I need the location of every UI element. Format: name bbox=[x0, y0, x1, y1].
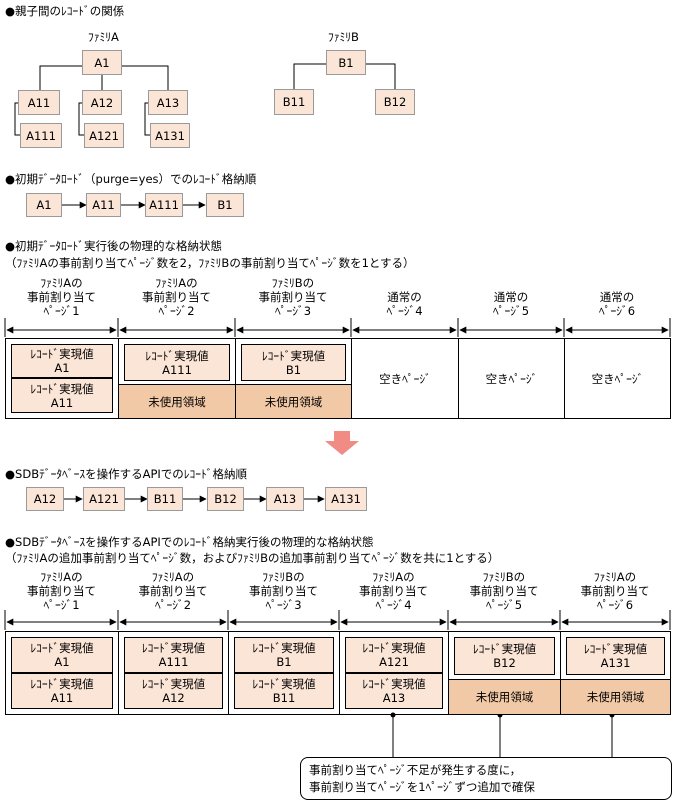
page-header: 通常のﾍﾟｰｼﾞ6 bbox=[598, 290, 636, 318]
unused-area: 未使用領域 bbox=[561, 679, 670, 714]
order-item: A11 bbox=[86, 193, 121, 217]
family-b-label: ﾌｧﾐﾘB bbox=[328, 30, 359, 44]
order-item: A121 bbox=[83, 487, 125, 511]
order-item: B11 bbox=[147, 487, 183, 511]
flow-down-arrow bbox=[325, 431, 359, 455]
order-item: A1 bbox=[26, 193, 62, 217]
record-box-b11: B11 bbox=[274, 89, 314, 115]
unused-area: 未使用領域 bbox=[449, 679, 560, 714]
page-cell: 空きﾍﾟｰｼﾞ bbox=[351, 338, 459, 419]
page-cell: 空きﾍﾟｰｼﾞ bbox=[458, 338, 565, 419]
callout-note: 事前割り当てﾍﾟｰｼﾞ不足が発生する度に， 事前割り当てﾍﾟｰｼﾞを1ﾍﾟｰｼﾞ… bbox=[300, 757, 672, 800]
record-box-a11: A11 bbox=[18, 90, 60, 115]
order-item: B1 bbox=[206, 193, 244, 217]
page-header: 通常のﾍﾟｰｼﾞ4 bbox=[386, 290, 423, 318]
page-cell: 空きﾍﾟｰｼﾞ bbox=[564, 338, 671, 419]
record-box-a111: A111 bbox=[20, 123, 62, 148]
section3-subtitle: （ﾌｧﾐﾘAの事前割り当てﾍﾟｰｼﾞ数を2，ﾌｧﾐﾘBの事前割り当てﾍﾟｰｼﾞ数… bbox=[5, 256, 415, 270]
page-header: ﾌｧﾐﾘAの事前割り当てﾍﾟｰｼﾞ2 bbox=[142, 276, 211, 318]
page-header: 通常のﾍﾟｰｼﾞ5 bbox=[492, 290, 530, 318]
record-box-a13: A13 bbox=[148, 90, 188, 115]
order-item: A12 bbox=[26, 487, 64, 511]
order-item: A13 bbox=[266, 487, 304, 511]
section4-title: ●SDBﾃﾞｰﾀﾍﾞｰｽを操作するAPIでのﾚｺｰﾄﾞ格納順 bbox=[5, 467, 248, 481]
unused-area: 未使用領域 bbox=[119, 384, 235, 418]
record-box-b12: B12 bbox=[375, 89, 415, 115]
page-header: ﾌｧﾐﾘAの事前割り当てﾍﾟｰｼﾞ2 bbox=[138, 570, 208, 612]
page-header: ﾌｧﾐﾘBの事前割り当てﾍﾟｰｼﾞ3 bbox=[258, 276, 328, 318]
order-item: A111 bbox=[145, 193, 183, 217]
order-item: B12 bbox=[207, 487, 244, 511]
page-header: ﾌｧﾐﾘAの事前割り当てﾍﾟｰｼﾞ4 bbox=[359, 570, 428, 612]
record-box-b1: B1 bbox=[326, 50, 366, 75]
section5-title: ●SDBﾃﾞｰﾀﾍﾞｰｽを操作するAPIでのﾚｺｰﾄﾞ格納実行後の物理的な格納状… bbox=[5, 535, 374, 549]
order-item: A131 bbox=[325, 487, 367, 511]
page-header: ﾌｧﾐﾘBの事前割り当てﾍﾟｰｼﾞ3 bbox=[249, 570, 318, 612]
page-header: ﾌｧﾐﾘBの事前割り当てﾍﾟｰｼﾞ5 bbox=[469, 570, 539, 612]
section5-subtitle: （ﾌｧﾐﾘAの追加事前割り当てﾍﾟｰｼﾞ数，およびﾌｧﾐﾘBの追加事前割り当てﾍ… bbox=[5, 551, 500, 565]
section3-title: ●初期ﾃﾞｰﾀﾛｰﾄﾞ実行後の物理的な格納状態 bbox=[5, 239, 223, 253]
empty-page-label: 空きﾍﾟｰｼﾞ bbox=[379, 371, 431, 386]
page-header: ﾌｧﾐﾘAの事前割り当てﾍﾟｰｼﾞ1 bbox=[27, 276, 96, 318]
page-header: ﾌｧﾐﾘAの事前割り当てﾍﾟｰｼﾞ1 bbox=[27, 570, 96, 612]
record-box-a131: A131 bbox=[150, 123, 190, 148]
section2-title: ●初期ﾃﾞｰﾀﾛｰﾄﾞ（purge=yes）でのﾚｺｰﾄﾞ格納順 bbox=[5, 172, 257, 186]
family-a-label: ﾌｧﾐﾘA bbox=[88, 30, 119, 44]
record-box-a12: A12 bbox=[82, 90, 122, 115]
record-box-a1: A1 bbox=[82, 50, 122, 75]
empty-page-label: 空きﾍﾟｰｼﾞ bbox=[485, 371, 538, 386]
empty-page-label: 空きﾍﾟｰｼﾞ bbox=[591, 371, 644, 386]
unused-area: 未使用領域 bbox=[236, 384, 351, 418]
record-box-a121: A121 bbox=[84, 123, 124, 148]
page-header: ﾌｧﾐﾘAの事前割り当てﾍﾟｰｼﾞ6 bbox=[580, 570, 650, 612]
section1-title: ●親子間のﾚｺｰﾄﾞの関係 bbox=[5, 4, 125, 18]
